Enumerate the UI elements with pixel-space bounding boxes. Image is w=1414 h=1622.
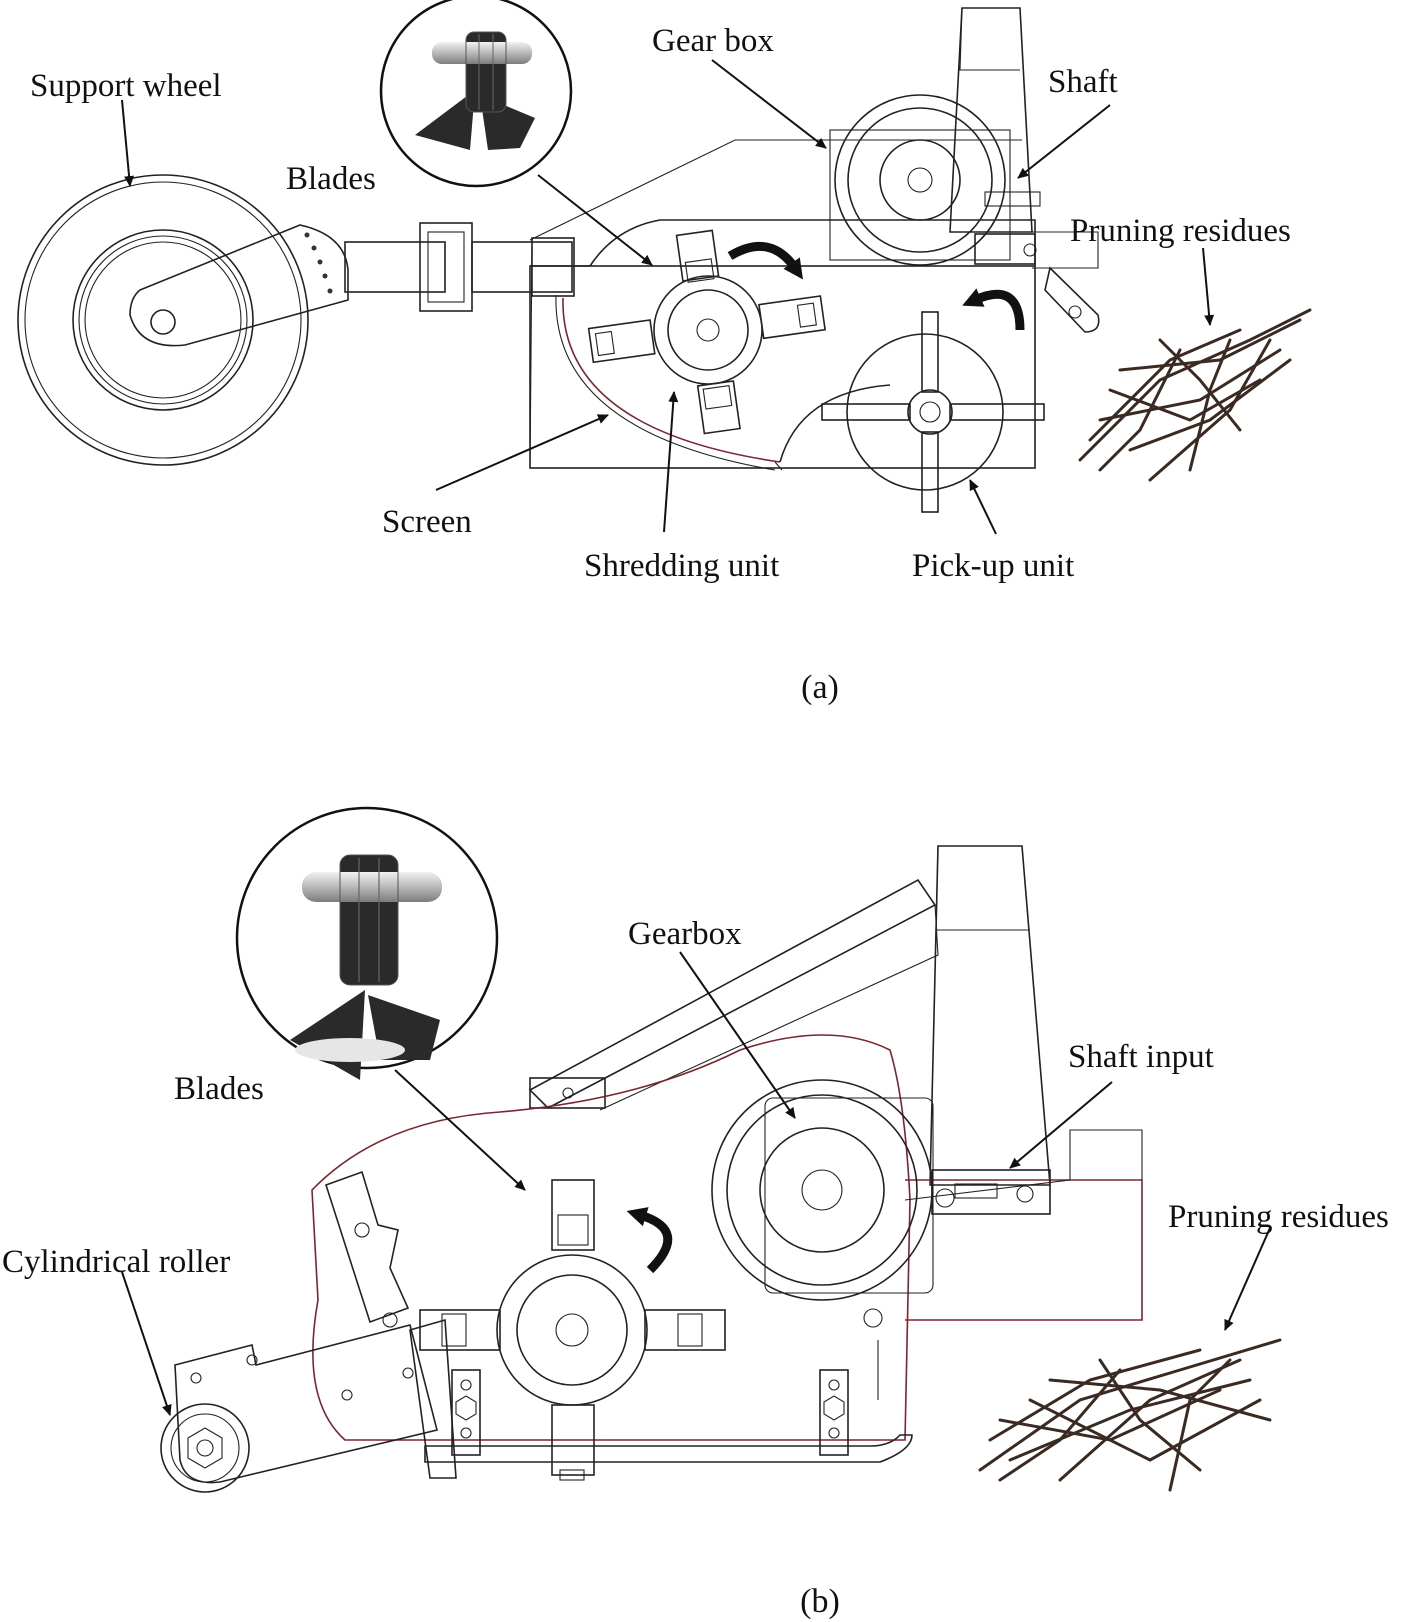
blade-inset-b (235, 806, 499, 1080)
tower-b (528, 845, 1051, 1186)
label-shredding-unit: Shredding unit (584, 548, 779, 584)
label-cylindrical-roller: Cylindrical roller (2, 1244, 230, 1280)
shredding-unit-drawing-a (587, 229, 827, 435)
label-support-wheel: Support wheel (30, 68, 222, 104)
tower-a (949, 7, 1100, 333)
screen-curve-a (562, 297, 781, 463)
label-pickup-unit: Pick-up unit (912, 548, 1074, 584)
label-shaft-input: Shaft input (1068, 1039, 1214, 1075)
label-gear-box: Gear box (652, 23, 774, 59)
label-blades-b: Blades (174, 1071, 264, 1107)
rotation-arrow-shredder-a (727, 241, 803, 280)
roller-arm-b (160, 1170, 457, 1493)
label-shaft: Shaft (1048, 64, 1118, 100)
pickup-unit-drawing-a (779, 311, 1045, 513)
frame-arm-a (344, 139, 1036, 469)
panel-a: Gear box Shaft Support wheel Blades Prun… (17, 0, 1312, 706)
support-wheel-drawing (17, 174, 349, 466)
pruning-residues-drawing-b (978, 1338, 1282, 1492)
label-blades-a: Blades (286, 161, 376, 197)
label-pruning-residues-b: Pruning residues (1168, 1199, 1389, 1235)
label-gearbox-b: Gearbox (628, 916, 742, 952)
housing-outline-b (311, 1034, 1143, 1441)
caption-a: (a) (801, 669, 839, 706)
gearbox-drawing-b (711, 1079, 1051, 1301)
caption-b: (b) (800, 1583, 840, 1620)
skid-and-brackets-b (424, 1308, 913, 1481)
label-pruning-residues-a: Pruning residues (1070, 213, 1291, 249)
shredding-unit-drawing-b (419, 1179, 726, 1476)
pruning-residues-drawing-a (1078, 308, 1312, 482)
gearbox-drawing-a (829, 94, 1041, 266)
rotation-arrow-pickup-a (962, 288, 1025, 331)
blade-inset-a (379, 0, 573, 188)
label-screen: Screen (382, 504, 472, 540)
panel-b: Gearbox Shaft input Blades Pruning resid… (2, 806, 1389, 1620)
rotation-arrow-shredder-b (626, 1207, 673, 1274)
